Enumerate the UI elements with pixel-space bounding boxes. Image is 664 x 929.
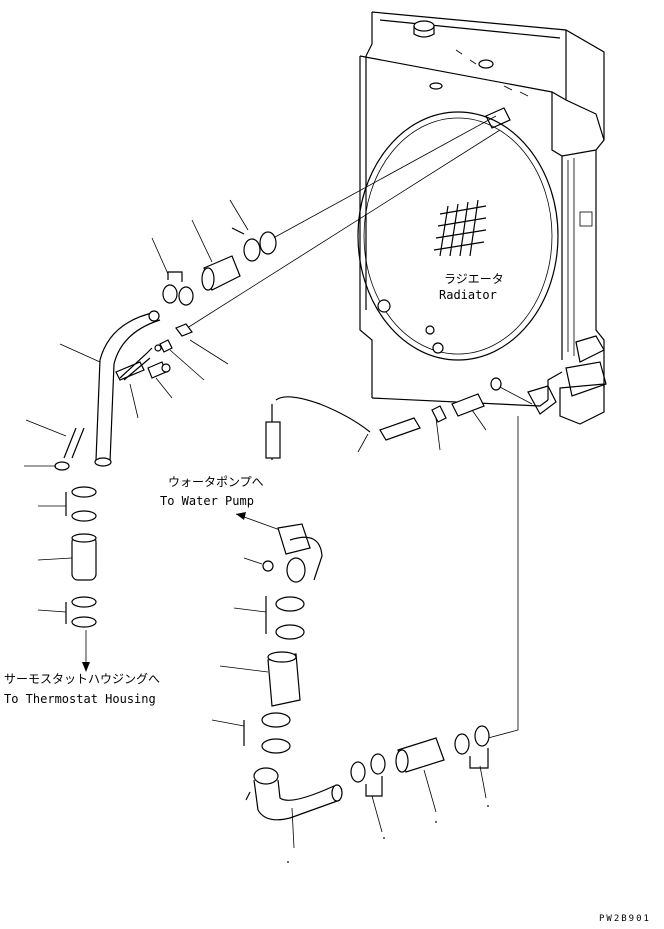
pump-bolt	[262, 560, 274, 572]
clamp-g	[261, 712, 291, 728]
thermostat-label-en: To Thermostat Housing	[4, 692, 156, 706]
water-pump-label-en: To Water Pump	[160, 494, 254, 508]
radiator-label-en: Radiator	[439, 288, 497, 302]
clamp-i	[350, 761, 366, 783]
radiator	[357, 11, 607, 425]
core-hatch-icon	[433, 199, 487, 257]
clamp-e	[275, 596, 305, 612]
upper-clamp-1	[259, 231, 277, 255]
water-pump-label-jp: ウォータポンプへ	[168, 475, 264, 489]
clamp-k	[454, 733, 470, 755]
clamp-a	[71, 486, 97, 498]
radiator-bracket	[579, 211, 593, 227]
water-pump-arrow-icon	[236, 512, 246, 520]
sensor-body	[379, 417, 421, 441]
water-pump-pipe	[235, 512, 323, 583]
sensor-washer	[431, 405, 447, 423]
thermostat-arrow-icon	[82, 662, 90, 672]
radiator-label-jp: ラジエータ	[444, 272, 504, 286]
sensor-harness	[265, 377, 502, 460]
clamp-c	[71, 596, 97, 608]
small-clamp	[54, 461, 70, 471]
sensor-fitting	[451, 393, 485, 417]
upper-clamp-3	[178, 286, 194, 306]
nut	[159, 339, 173, 353]
clamp-d	[71, 616, 97, 628]
radiator-cap	[413, 20, 435, 32]
clamp-h	[261, 738, 291, 754]
pump-hose-group	[243, 596, 305, 754]
thermostat-label-jp: サーモスタットハウジングへ	[4, 672, 160, 686]
thermostat-hose-group	[65, 486, 97, 672]
clamp-j	[370, 753, 386, 775]
leader-lines	[24, 199, 489, 863]
lower-outlet	[527, 385, 557, 415]
lower-hose-group	[350, 725, 490, 797]
clamp-l	[474, 725, 490, 747]
upper-outlet	[485, 107, 511, 129]
lower-bent-pipe	[245, 767, 343, 821]
figure-code: PW2B901	[599, 914, 651, 924]
fan-opening	[357, 111, 559, 361]
water-pipe	[54, 310, 171, 471]
clamp-b	[71, 510, 97, 522]
gasket	[175, 323, 193, 337]
upper-clamp-4	[162, 284, 178, 304]
upper-clamp-2	[243, 238, 261, 262]
sensor-sleeve	[265, 421, 281, 459]
upper-hose-group	[162, 227, 277, 306]
clamp-f	[275, 624, 305, 640]
